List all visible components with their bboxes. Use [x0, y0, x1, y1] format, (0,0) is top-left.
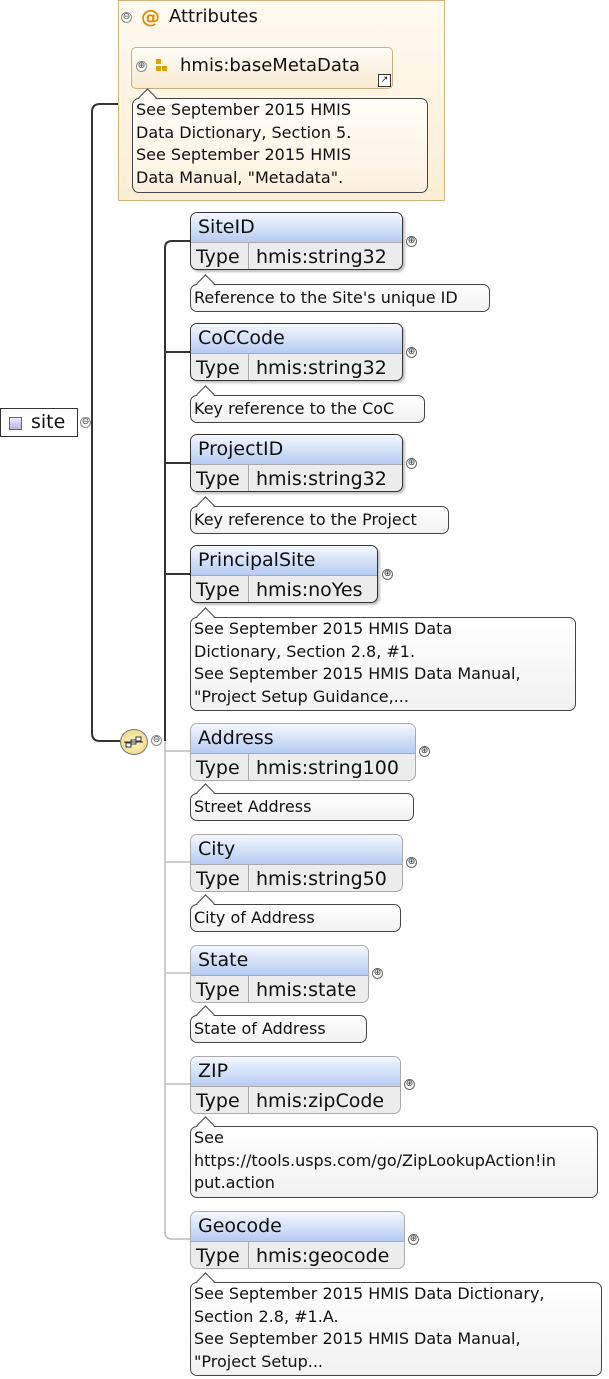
- annotation-state: State of Address: [190, 1015, 367, 1043]
- element-box-projectid[interactable]: ProjectID Type hmis:string32: [190, 434, 403, 492]
- annotation-address: Street Address: [190, 793, 414, 821]
- type-key: Type: [191, 754, 249, 780]
- type-key: Type: [191, 576, 249, 602]
- annotation-coccode: Key reference to the CoC: [190, 395, 425, 423]
- expand-toggle-zip[interactable]: ⊕: [404, 1079, 415, 1090]
- sequence-collapse-toggle[interactable]: ⊖: [151, 735, 162, 746]
- type-value: hmis:string50: [256, 868, 387, 890]
- expand-toggle-coccode[interactable]: ⊕: [406, 347, 417, 358]
- annotation-zip: See https://tools.usps.com/go/ZipLookupA…: [190, 1126, 598, 1198]
- root-collapse-toggle[interactable]: ⊖: [80, 417, 91, 428]
- reference-arrow-icon[interactable]: ↗: [378, 74, 391, 87]
- expand-toggle-address[interactable]: ⊕: [419, 746, 430, 757]
- annotation-principalsite: See September 2015 HMIS Data Dictionary,…: [190, 617, 576, 711]
- type-value: hmis:state: [256, 979, 357, 1001]
- expand-toggle-geocode[interactable]: ⊕: [408, 1234, 419, 1245]
- type-value: hmis:geocode: [256, 1245, 390, 1267]
- attributes-annotation: See September 2015 HMIS Data Dictionary,…: [132, 98, 428, 193]
- type-key: Type: [191, 243, 249, 269]
- element-name: Geocode: [191, 1212, 404, 1242]
- type-key: Type: [191, 354, 249, 380]
- element-name: PrincipalSite: [191, 546, 377, 576]
- attribute-group-label: hmis:baseMetaData: [180, 55, 360, 76]
- element-box-principalsite[interactable]: PrincipalSite Type hmis:noYes: [190, 545, 378, 603]
- at-icon: @: [141, 6, 160, 28]
- type-value: hmis:string32: [256, 246, 387, 268]
- attribute-expand-toggle[interactable]: ⊕: [136, 61, 147, 72]
- annotation-geocode: See September 2015 HMIS Data Dictionary,…: [190, 1282, 602, 1376]
- element-icon: [9, 417, 22, 430]
- type-key: Type: [191, 1087, 249, 1113]
- element-name: ProjectID: [191, 435, 402, 465]
- annotation-projectid: Key reference to the Project: [190, 506, 449, 534]
- sequence-icon[interactable]: [120, 729, 148, 755]
- sequence-glyph-icon: [124, 736, 143, 748]
- type-value: hmis:string100: [256, 757, 399, 779]
- attributes-title: Attributes: [169, 6, 258, 27]
- element-box-siteid[interactable]: SiteID Type hmis:string32: [190, 212, 403, 270]
- type-value: hmis:zipCode: [256, 1090, 385, 1112]
- type-value: hmis:string32: [256, 468, 387, 490]
- type-key: Type: [191, 865, 249, 891]
- expand-toggle-city[interactable]: ⊕: [406, 857, 417, 868]
- attributes-collapse-toggle[interactable]: ⊖: [121, 12, 132, 23]
- root-label: site: [31, 411, 66, 433]
- type-key: Type: [191, 976, 249, 1002]
- element-name: SiteID: [191, 213, 402, 243]
- expand-toggle-siteid[interactable]: ⊕: [406, 236, 417, 247]
- element-box-address[interactable]: Address Type hmis:string100: [190, 723, 416, 781]
- annotation-siteid: Reference to the Site's unique ID: [190, 284, 490, 312]
- element-box-zip[interactable]: ZIP Type hmis:zipCode: [190, 1056, 401, 1114]
- element-name: City: [191, 835, 402, 865]
- element-box-city[interactable]: City Type hmis:string50: [190, 834, 403, 892]
- type-key: Type: [191, 1242, 249, 1268]
- expand-toggle-projectid[interactable]: ⊕: [406, 458, 417, 469]
- annotation-city: City of Address: [190, 904, 401, 932]
- element-box-state[interactable]: State Type hmis:state: [190, 945, 369, 1003]
- type-key: Type: [191, 465, 249, 491]
- element-box-geocode[interactable]: Geocode Type hmis:geocode: [190, 1211, 405, 1269]
- attribute-group-icon: [156, 59, 168, 73]
- element-name: Address: [191, 724, 415, 754]
- element-name: CoCCode: [191, 324, 402, 354]
- element-box-coccode[interactable]: CoCCode Type hmis:string32: [190, 323, 403, 381]
- element-name: State: [191, 946, 368, 976]
- element-name: ZIP: [191, 1057, 400, 1087]
- type-value: hmis:string32: [256, 357, 387, 379]
- expand-toggle-principalsite[interactable]: ⊕: [382, 569, 393, 580]
- expand-toggle-state[interactable]: ⊕: [372, 968, 383, 979]
- attribute-group-item[interactable]: [131, 47, 393, 89]
- type-value: hmis:noYes: [256, 579, 363, 601]
